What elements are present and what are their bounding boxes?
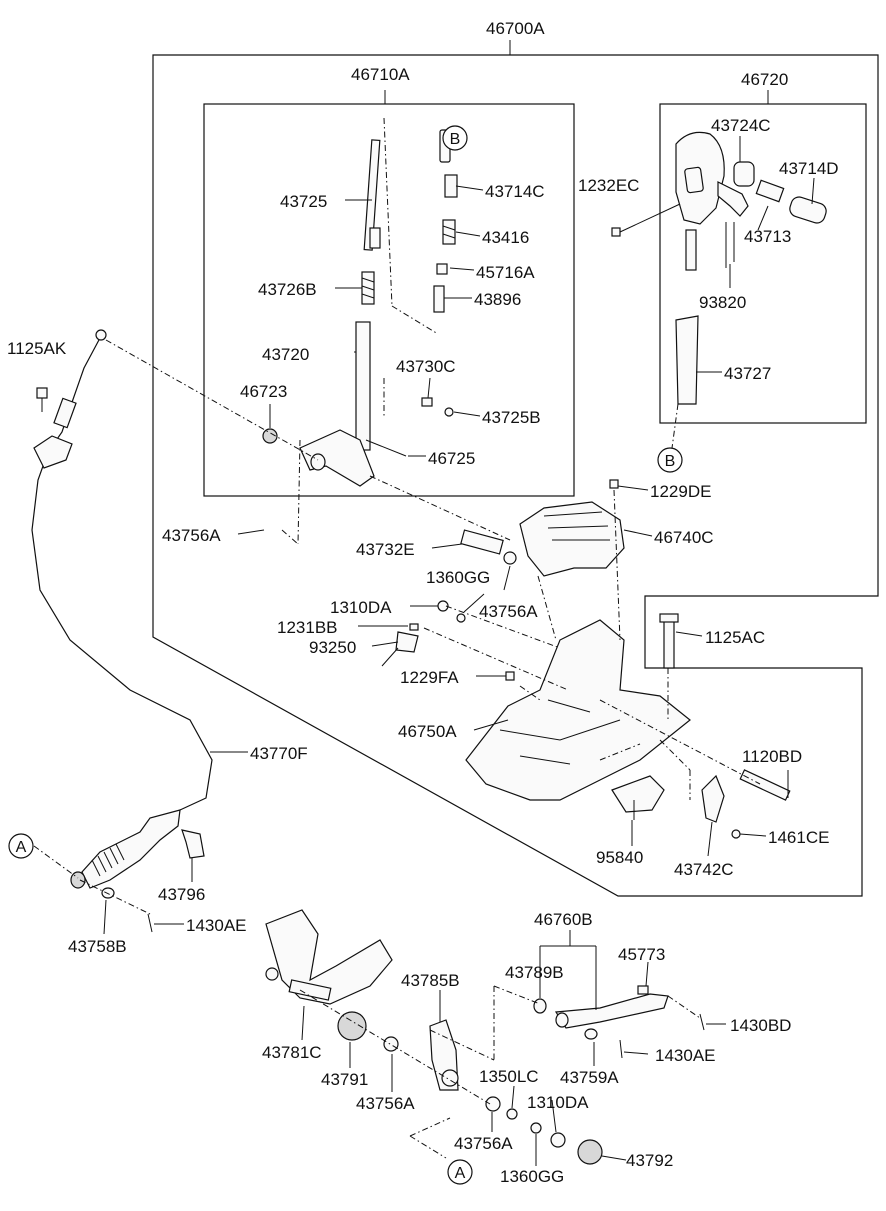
ref-marker-b-text: B	[665, 453, 676, 470]
label-43714D: 43714D	[779, 159, 839, 178]
label-43727: 43727	[724, 364, 771, 383]
label-1310DA-1: 1310DA	[330, 598, 392, 617]
label-1231BB: 1231BB	[277, 618, 338, 637]
label-43756A-3: 43756A	[356, 1094, 415, 1113]
leader-lines	[103, 136, 815, 1166]
label-43756A-4: 43756A	[454, 1134, 513, 1153]
label-93250: 93250	[309, 638, 356, 657]
label-43759A: 43759A	[560, 1068, 619, 1087]
label-1310DA-2: 1310DA	[527, 1093, 589, 1112]
label-43714C: 43714C	[485, 182, 545, 201]
label-1125AC: 1125AC	[705, 628, 765, 647]
label-43789B: 43789B	[505, 963, 564, 982]
assembly-frames	[152, 40, 879, 897]
label-1232EC: 1232EC	[578, 176, 639, 195]
label-43416: 43416	[482, 228, 529, 247]
center-lines	[33, 339, 761, 1105]
label-46720: 46720	[741, 70, 788, 89]
shift-cable	[31, 329, 213, 933]
label-43770F: 43770F	[250, 744, 308, 763]
shift-lever-parts	[262, 117, 458, 487]
label-1120BD: 1120BD	[742, 747, 802, 766]
label-46760B: 46760B	[534, 910, 593, 929]
label-43730C: 43730C	[396, 357, 456, 376]
shift-base-assembly	[381, 479, 791, 839]
label-43725: 43725	[280, 192, 327, 211]
label-1229FA: 1229FA	[400, 668, 459, 687]
label-1350LC: 1350LC	[479, 1067, 539, 1086]
label-46740C: 46740C	[654, 528, 714, 547]
label-43756A-2: 43756A	[479, 602, 538, 621]
label-46723: 46723	[240, 382, 287, 401]
lower-linkage	[265, 909, 705, 1165]
label-46700A: 46700A	[486, 19, 545, 38]
part-labels: 46700A 46710A 46720 43724C 43714D 1232EC…	[7, 19, 839, 1186]
label-1360GG-2: 1360GG	[500, 1167, 564, 1186]
label-1461CE: 1461CE	[768, 828, 829, 847]
label-43792: 43792	[626, 1151, 673, 1170]
ref-marker-a-text: A	[455, 1165, 466, 1182]
label-43720: 43720	[262, 345, 309, 364]
label-43725B: 43725B	[482, 408, 541, 427]
label-93820: 93820	[699, 293, 746, 312]
ref-marker-a-left: A	[8, 833, 34, 859]
label-1430BD: 1430BD	[730, 1016, 791, 1035]
label-43796: 43796	[158, 885, 205, 904]
label-1229DE: 1229DE	[650, 482, 711, 501]
label-43713: 43713	[744, 227, 791, 246]
label-45716A: 45716A	[476, 263, 535, 282]
label-43732E: 43732E	[356, 540, 415, 559]
label-43756A-1: 43756A	[162, 526, 221, 545]
label-46750A: 46750A	[398, 722, 457, 741]
label-95840: 95840	[596, 848, 643, 867]
label-43758B: 43758B	[68, 937, 127, 956]
label-1430AE-1: 1430AE	[186, 916, 247, 935]
label-43781C: 43781C	[262, 1043, 322, 1062]
ref-marker-b-top: B	[442, 125, 468, 151]
label-43726B: 43726B	[258, 280, 317, 299]
ref-marker-a-text: A	[16, 839, 27, 856]
ref-marker-b-text: B	[450, 131, 461, 148]
ref-marker-a-bottom: A	[447, 1159, 473, 1185]
label-45773: 45773	[618, 945, 665, 964]
label-43896: 43896	[474, 290, 521, 309]
label-46725: 46725	[428, 449, 475, 468]
label-1360GG-1: 1360GG	[426, 568, 490, 587]
label-43724C: 43724C	[711, 116, 771, 135]
label-46710A: 46710A	[351, 65, 410, 84]
label-1430AE-2: 1430AE	[655, 1046, 716, 1065]
label-1125AK: 1125AK	[7, 339, 67, 358]
ref-marker-b-bottom: B	[657, 447, 683, 473]
label-43791: 43791	[321, 1070, 368, 1089]
shift-knob-parts	[611, 131, 827, 449]
label-43742C: 43742C	[674, 860, 734, 879]
label-43785B: 43785B	[401, 971, 460, 990]
